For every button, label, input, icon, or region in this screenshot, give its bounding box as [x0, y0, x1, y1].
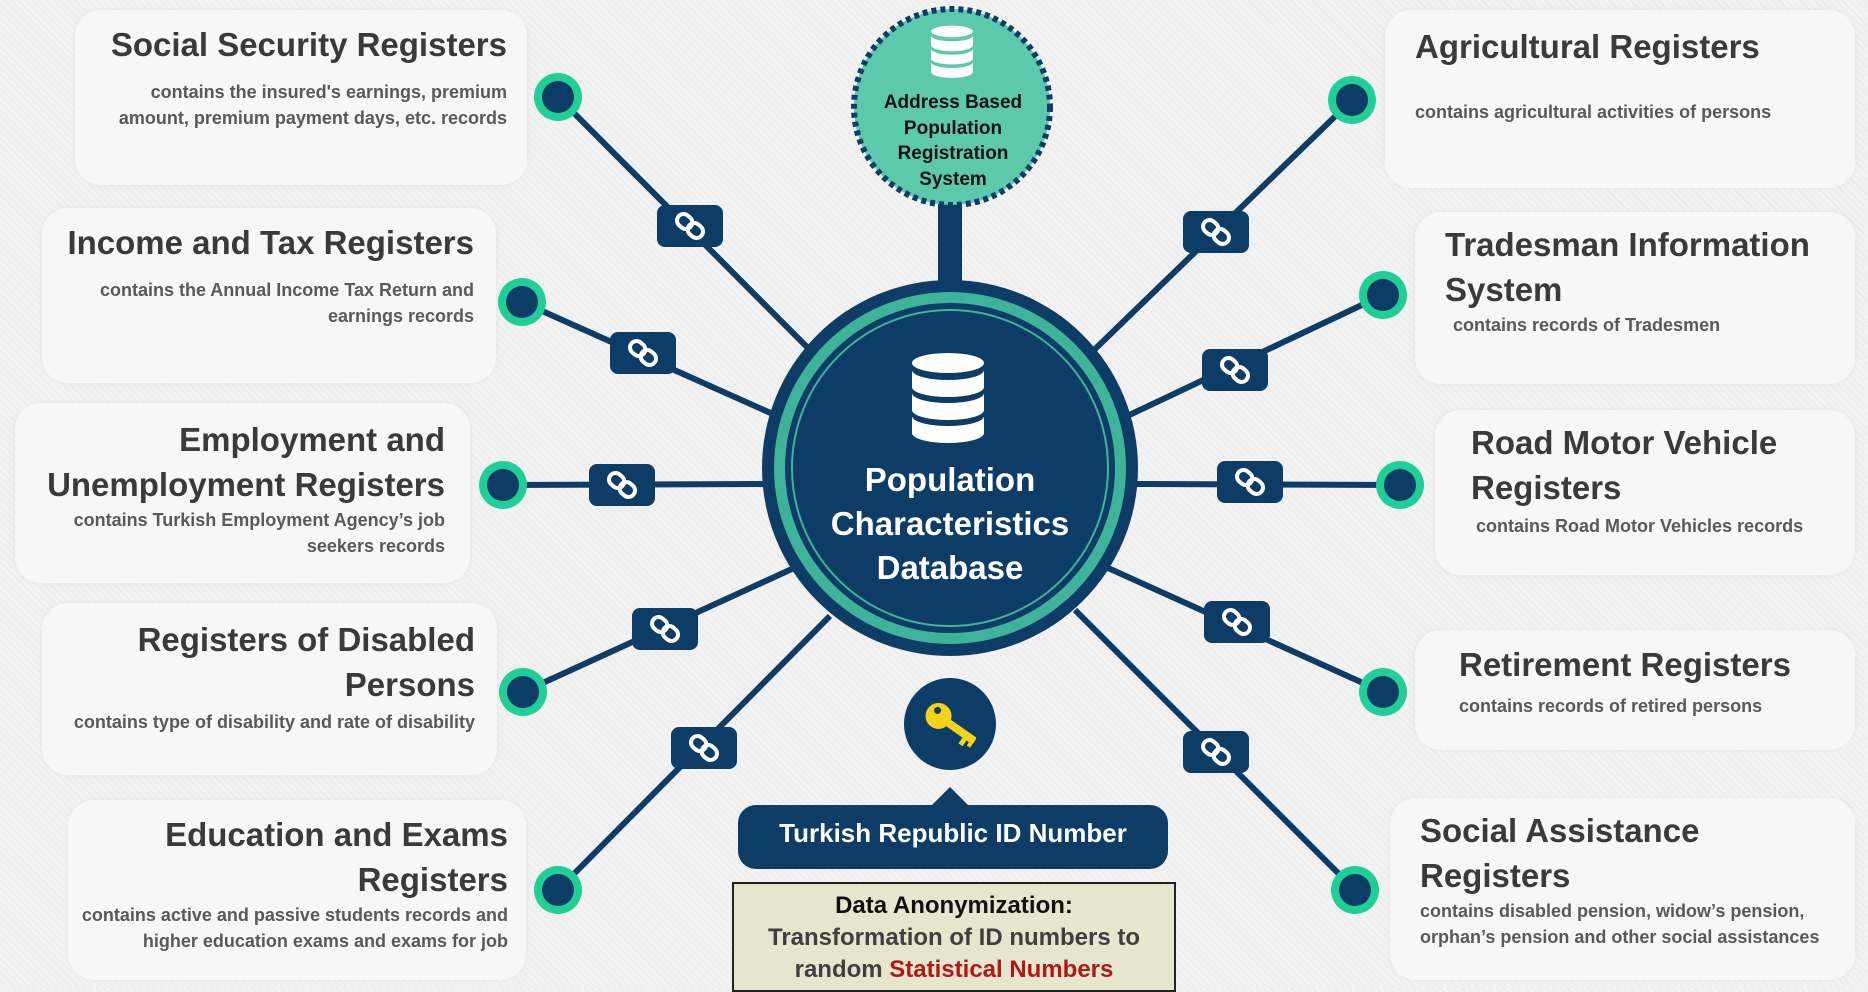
- card-description: amount, premium payment days, etc. recor…: [118, 108, 507, 128]
- node-employment: [479, 461, 527, 509]
- card-social-assistance: Social Assistance Registers contains dis…: [1390, 798, 1855, 980]
- address-label-line: Registration: [897, 143, 1009, 164]
- card-description: contains the insured's earnings, premium: [150, 82, 507, 102]
- card-title: Registers: [1471, 469, 1622, 506]
- key-icon: [925, 702, 977, 748]
- node-social-assistance: [1331, 866, 1379, 914]
- node-disabled: [499, 668, 547, 716]
- node-tradesman: [1359, 271, 1407, 319]
- link-icon: [1181, 729, 1251, 775]
- link-icon: [1202, 599, 1272, 645]
- link-icon: [587, 462, 657, 508]
- card-agricultural: Agricultural Registers contains agricult…: [1385, 10, 1855, 188]
- card-income-tax: Income and Tax Registers contains the An…: [42, 208, 496, 383]
- card-description: contains Turkish Employment Agency’s job: [73, 510, 445, 530]
- center-label-line: Characteristics: [830, 505, 1070, 542]
- card-retirement: Retirement Registers contains records of…: [1415, 630, 1855, 750]
- card-title: Social Security Registers: [110, 26, 507, 63]
- card-description: contains Road Motor Vehicles records: [1476, 516, 1804, 536]
- center-label-line: Database: [876, 549, 1024, 586]
- endpoint-nodes: [479, 73, 1424, 914]
- card-title: Registers of Disabled: [137, 621, 475, 658]
- card-road-motor: Road Motor Vehicle Registers contains Ro…: [1435, 410, 1855, 575]
- card-title: Persons: [344, 666, 475, 703]
- node-road-motor: [1376, 461, 1424, 509]
- card-title: Registers: [1420, 857, 1571, 894]
- statistical-numbers-highlight: Statistical Numbers: [889, 956, 1114, 983]
- link-icon: [608, 330, 678, 376]
- card-title: Retirement Registers: [1459, 646, 1791, 683]
- address-label-line: System: [919, 168, 987, 190]
- card-title: Income and Tax Registers: [67, 224, 474, 261]
- link-icon: [1181, 209, 1251, 255]
- card-title: Employment and: [179, 421, 445, 458]
- anonymization-line: Transformation of ID numbers to: [767, 924, 1141, 951]
- card-description: orphan’s pension and other social assist…: [1420, 927, 1820, 947]
- card-title: Unemployment Registers: [47, 466, 445, 503]
- link-icon: [669, 725, 739, 771]
- card-description: contains active and passive students rec…: [81, 905, 508, 925]
- anonymization-prefix: random: [794, 956, 883, 983]
- link-icon: [1200, 347, 1270, 393]
- card-description: contains agricultural activities of pers…: [1415, 102, 1772, 122]
- key-node: [904, 678, 996, 770]
- address-label-line: Address Based: [883, 92, 1023, 113]
- link-icon: [655, 203, 725, 249]
- link-icon: [1215, 459, 1285, 505]
- central-database-node: [762, 280, 1138, 656]
- node-income-tax: [498, 278, 546, 326]
- address-node: [851, 6, 1053, 208]
- card-title: Agricultural Registers: [1415, 28, 1760, 65]
- card-description: contains records of retired persons: [1459, 696, 1763, 716]
- card-title: Education and Exams: [165, 816, 508, 853]
- card-title: Registers: [357, 861, 508, 898]
- id-number-label: Turkish Republic ID Number: [779, 818, 1127, 848]
- anonymization-line: random Statistical Numbers: [734, 954, 1174, 986]
- card-description: contains disabled pension, widow’s pensi…: [1420, 901, 1805, 921]
- center-label-line: Population: [864, 461, 1036, 498]
- card-title: System: [1445, 271, 1563, 308]
- card-tradesman: Tradesman Information System contains re…: [1415, 212, 1855, 384]
- card-description: higher education exams and exams for job: [142, 931, 508, 951]
- card-disabled: Registers of Disabled Persons contains t…: [42, 603, 497, 775]
- card-title: Road Motor Vehicle: [1471, 424, 1778, 461]
- card-description: contains records of Tradesmen: [1453, 315, 1721, 335]
- address-node-label: Address Based Population Registration Sy…: [868, 90, 1038, 192]
- address-label-line: Population: [903, 117, 1003, 139]
- card-description: contains the Annual Income Tax Return an…: [99, 280, 474, 300]
- card-title: Social Assistance: [1420, 812, 1700, 849]
- card-title: Tradesman Information: [1445, 226, 1810, 263]
- card-description: contains type of disability and rate of …: [73, 712, 475, 732]
- card-employment: Employment and Unemployment Registers co…: [15, 403, 470, 583]
- link-icon: [630, 606, 700, 652]
- id-label-shape: [738, 787, 1168, 869]
- anonymization-box: Data Anonymization: Transformation of ID…: [732, 882, 1176, 992]
- card-description: earnings records: [327, 306, 474, 326]
- node-retirement: [1359, 668, 1407, 716]
- card-education: Education and Exams Registers contains a…: [68, 800, 526, 980]
- card-social-security: Social Security Registers contains the i…: [75, 10, 527, 185]
- node-social-security: [534, 73, 582, 121]
- card-description: seekers records: [306, 536, 445, 556]
- anonymization-title: Data Anonymization:: [835, 892, 1073, 919]
- node-education: [534, 866, 582, 914]
- node-agricultural: [1328, 76, 1376, 124]
- central-database-label: Population Characteristics Database: [810, 458, 1090, 590]
